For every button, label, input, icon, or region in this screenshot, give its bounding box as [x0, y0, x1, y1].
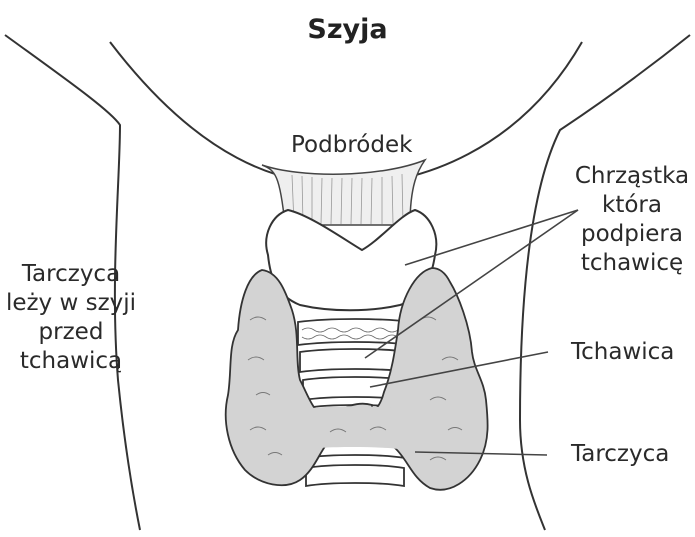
label-thyroid-note-line3: przed: [0, 318, 142, 347]
label-cartilage-line3: podpiera: [570, 220, 694, 249]
label-cartilage-line4: tchawicę: [570, 249, 694, 278]
label-thyroid-note: Tarczyca leży w szyji przed tchawicą: [0, 260, 142, 376]
label-thyroid-note-line4: tchawicą: [0, 347, 142, 376]
label-cartilage-line1: Chrząstka: [570, 162, 694, 191]
label-chin: Podbródek: [291, 131, 412, 160]
label-thyroid-note-line1: Tarczyca: [0, 260, 142, 289]
chin-curve: [110, 42, 582, 185]
label-thyroid: Tarczyca: [571, 440, 669, 469]
label-thyroid-note-line2: leży w szyji: [0, 289, 142, 318]
thyroid-isthmus: [300, 406, 405, 450]
label-cartilage-line2: która: [570, 191, 694, 220]
label-trachea: Tchawica: [571, 338, 674, 367]
label-cartilage: Chrząstka która podpiera tchawicę: [570, 162, 694, 278]
